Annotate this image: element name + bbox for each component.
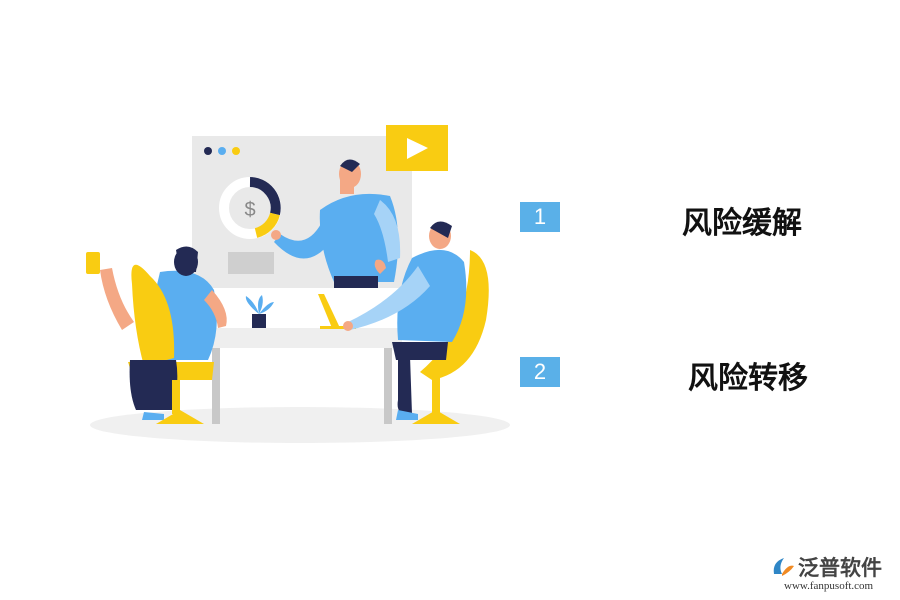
- play-icon: [386, 125, 448, 171]
- laptop-icon: [318, 294, 356, 329]
- window-dot-yellow: [232, 147, 240, 155]
- logo-url: www.fanpusoft.com: [784, 580, 874, 592]
- number-badge-1: 1: [520, 202, 560, 232]
- logo-mark-icon: [773, 558, 794, 576]
- meeting-illustration: $: [86, 125, 510, 443]
- number-badge-2: 2: [520, 357, 560, 387]
- window-dot-navy: [204, 147, 212, 155]
- currency-symbol: $: [244, 199, 255, 221]
- donut-chart-icon: $: [219, 177, 281, 239]
- screen-bar: [228, 252, 274, 274]
- floor-shadow: [90, 407, 510, 443]
- item-label-2: 风险转移: [688, 361, 808, 396]
- logo-name: 泛普软件: [798, 556, 882, 580]
- brand-logo: 泛普软件 www.fanpusoft.com: [770, 552, 896, 596]
- window-dot-blue: [218, 147, 226, 155]
- seated-woman-figure: [86, 246, 227, 424]
- item-label-1: 风险缓解: [682, 206, 802, 241]
- seated-man-figure: [343, 221, 489, 424]
- meeting-table: [200, 328, 402, 424]
- plant-icon: [245, 295, 274, 328]
